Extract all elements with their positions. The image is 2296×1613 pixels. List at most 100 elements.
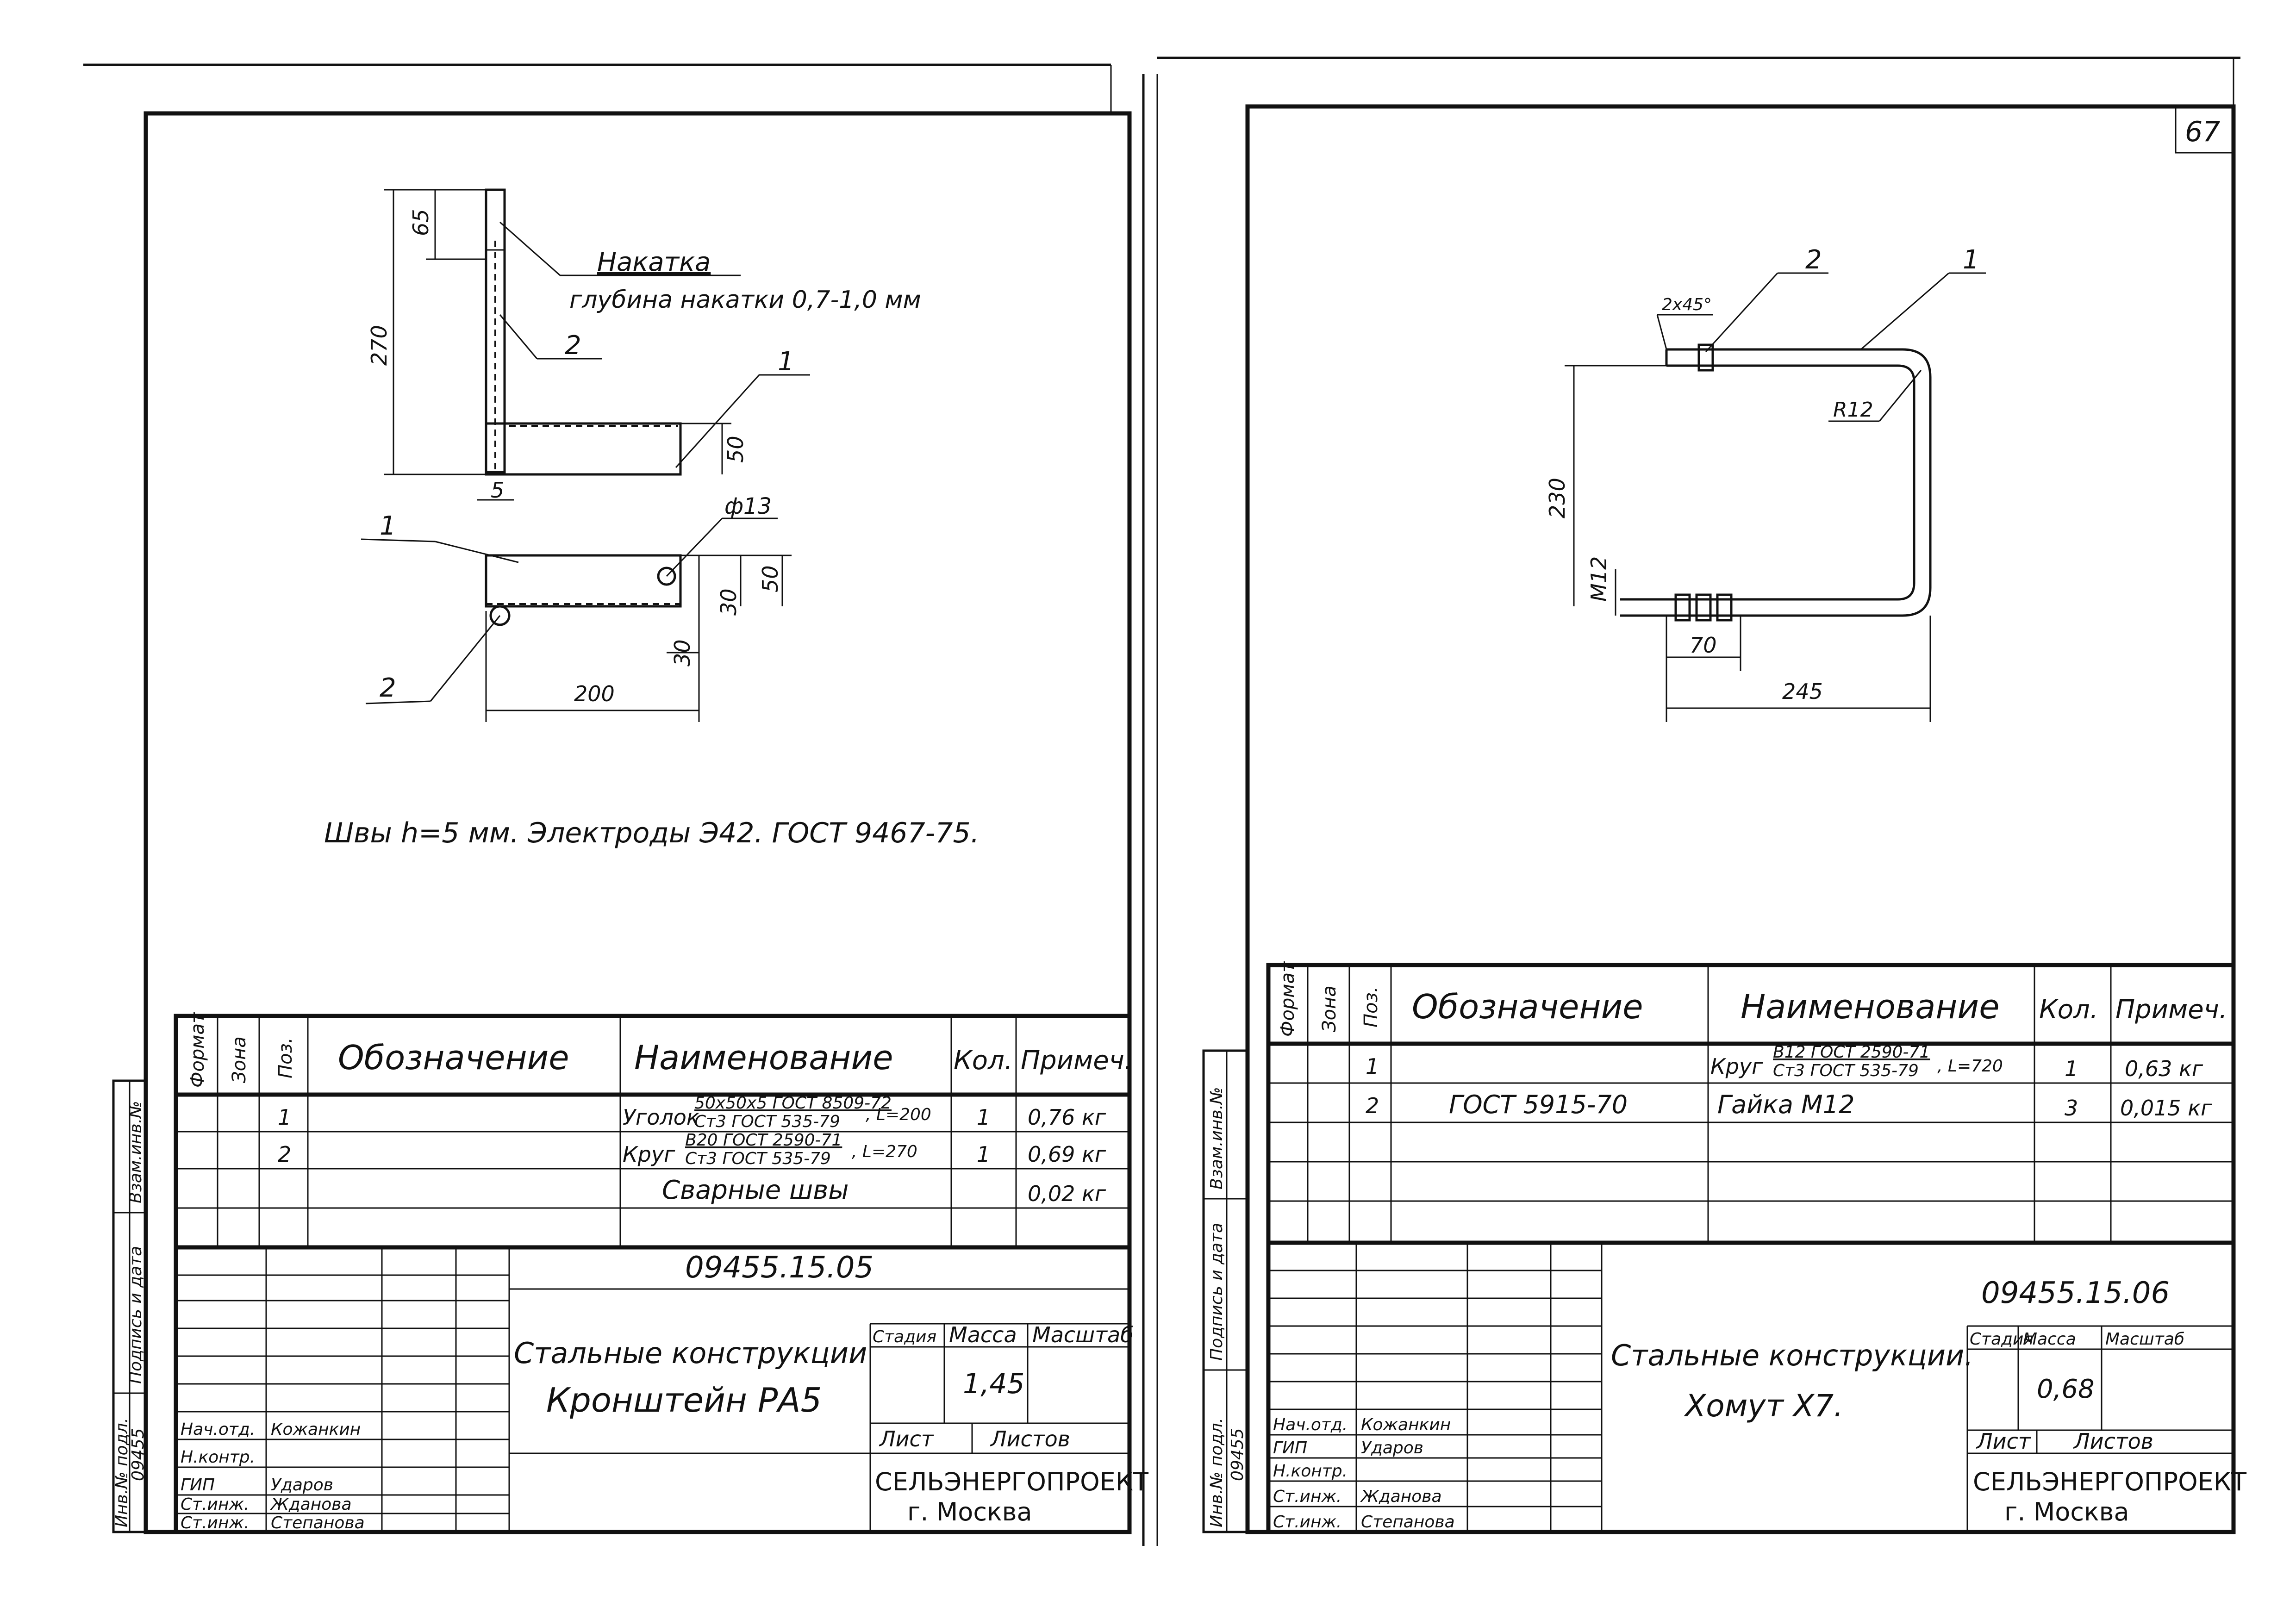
row1-name-suffix: , L=200: [866, 1105, 931, 1124]
r-row2-pos: 2: [1366, 1093, 1379, 1118]
right-side-label-1: Взам.инв.№: [1207, 1087, 1226, 1190]
ubolt-inner: [1620, 364, 1915, 601]
right-name-2: Ударов: [1361, 1439, 1423, 1457]
row3-note: 0,02 кг: [1028, 1181, 1106, 1206]
row2-name-top: В20 ГОСТ 2590-71: [685, 1131, 842, 1150]
dim-245: 245: [1782, 679, 1823, 704]
left-name-3: Ударов: [271, 1476, 333, 1495]
left-sheet-label: Лист: [879, 1426, 934, 1451]
row2-qty: 1: [977, 1142, 990, 1167]
knurling-label: Накатка: [597, 247, 711, 277]
left-name-5: Степанова: [271, 1513, 365, 1532]
row1-pos: 1: [278, 1105, 291, 1130]
ubolt-outer: [1620, 348, 1932, 617]
r-hdr-note: Примеч.: [2115, 995, 2227, 1025]
pos1b-leader: [435, 541, 519, 563]
right-sheet-frame: [1245, 104, 2236, 1534]
left-title-block: 09455.15.05 Стальные конструкции Кронште…: [174, 1245, 1149, 1534]
r-row1-name-top: В12 ГОСТ 2590-71: [1773, 1043, 1930, 1062]
r-row2-note: 0,015 кг: [2120, 1096, 2212, 1121]
right-org-line2: г. Москва: [2004, 1497, 2129, 1526]
left-mass-label: Масса: [949, 1322, 1017, 1347]
page-number: 67: [2185, 116, 2220, 148]
pos1-label: 1: [778, 347, 794, 377]
left-role-4: Ст.инж.: [181, 1495, 249, 1514]
pos1b-label: 1: [380, 511, 396, 541]
row2-pos: 2: [278, 1142, 291, 1167]
left-org-line1: СЕЛЬЭНЕРГОПРОЕКТ: [875, 1467, 1149, 1496]
r-row1-pos: 1: [1366, 1054, 1379, 1079]
dim-200: 200: [574, 681, 615, 706]
right-part-drawing: 230 М12 70 245 2 1 2х45° R12: [1545, 245, 1986, 722]
knurling-depth-label: глубина накатки 0,7-1,0 мм: [569, 286, 921, 314]
left-side-strip: Взам.инв.№ Подпись и дата Инв.№ подл. 09…: [112, 1079, 148, 1533]
right-name-4: Жданова: [1360, 1487, 1442, 1506]
hdr-pos: Поз.: [275, 1037, 296, 1078]
left-sheets-label: Листов: [990, 1426, 1070, 1451]
right-role-2: ГИП: [1273, 1439, 1307, 1457]
hdr-format: Формат: [187, 1012, 208, 1088]
nut-bottom-1: [1674, 593, 1691, 622]
dim-30b: 30: [670, 639, 695, 666]
row1-name-top: 50х50х5 ГОСТ 8509-72: [694, 1094, 892, 1113]
pos1-leader: [675, 374, 760, 468]
dia13-label: ф13: [724, 493, 772, 519]
row2-name-prefix: Круг: [623, 1142, 675, 1167]
dim-230: 230: [1545, 478, 1570, 518]
hdr-designation: Обозначение: [338, 1038, 569, 1077]
r-row1-name-prefix: Круг: [1710, 1054, 1763, 1079]
pos2-leader: [499, 314, 538, 359]
nut-bottom-2: [1695, 593, 1712, 622]
left-scale-label: Масштаб: [1032, 1322, 1134, 1347]
left-doc-code: 09455.15.05: [685, 1251, 873, 1285]
hole-13: [657, 567, 676, 586]
right-role-4: Ст.инж.: [1273, 1487, 1341, 1506]
hdr-name: Наименование: [634, 1038, 893, 1077]
left-side-label-4: 09455: [129, 1428, 148, 1481]
r-hdr-name: Наименование: [1741, 987, 2000, 1026]
radius-label: R12: [1833, 398, 1873, 422]
right-side-label-2: Подпись и дата: [1207, 1223, 1226, 1361]
row1-name-bottom: Ст3 ГОСТ 535-79: [694, 1112, 840, 1131]
r-row1-name-bottom: Ст3 ГОСТ 535-79: [1773, 1061, 1919, 1080]
r-hdr-zone: Зона: [1319, 985, 1340, 1032]
knurl-zone: [485, 189, 505, 251]
right-mass-label: Масса: [2023, 1330, 2076, 1349]
left-role-1: Нач.отд.: [181, 1420, 255, 1439]
r-row2-designation: ГОСТ 5915-70: [1449, 1090, 1628, 1119]
hdr-note: Примеч.: [1021, 1046, 1133, 1076]
left-role-2: Н.контр.: [181, 1448, 255, 1467]
row1-qty: 1: [977, 1105, 990, 1130]
knurl-leader: [499, 221, 561, 276]
left-spec-table: Формат Зона Поз. Обозначение Наименовани…: [174, 1012, 1133, 1250]
dim-70: 70: [1690, 633, 1717, 658]
right-name-5: Степанова: [1361, 1513, 1455, 1532]
left-title-line1: Стальные конструкции: [514, 1336, 867, 1370]
dim-50a: 50: [723, 436, 748, 463]
row3-name: Сварные швы: [662, 1175, 849, 1205]
weld-note: Швы h=5 мм. Электроды Э42. ГОСТ 9467-75.: [324, 817, 980, 849]
right-org-line1: СЕЛЬЭНЕРГОПРОЕКТ: [1973, 1467, 2247, 1496]
dim-30a: 30: [716, 588, 741, 616]
right-sheets-label: Листов: [2073, 1429, 2153, 1454]
left-org-line2: г. Москва: [907, 1497, 1032, 1526]
nut-top: [1697, 343, 1714, 372]
left-title-line2: Кронштейн РА5: [546, 1381, 822, 1420]
dim-65: 65: [408, 209, 433, 236]
right-sheet-label: Лист: [1976, 1429, 2031, 1454]
hdr-qty: Кол.: [954, 1046, 1013, 1076]
r-row1-name-suffix: , L=720: [1937, 1057, 2003, 1076]
left-side-label-1: Взам.инв.№: [126, 1101, 145, 1203]
left-side-label-2: Подпись и дата: [126, 1246, 145, 1384]
left-role-3: ГИП: [181, 1476, 215, 1495]
row1-note: 0,76 кг: [1028, 1105, 1106, 1130]
row1-name-prefix: Уголок: [623, 1105, 699, 1130]
r-row2-qty: 3: [2065, 1096, 2078, 1121]
left-side-label-3: Инв.№ подл.: [112, 1418, 131, 1527]
right-role-3: Н.контр.: [1273, 1462, 1348, 1481]
right-side-label-4: 09455: [1228, 1428, 1247, 1481]
right-stage-label: Стадия: [1970, 1330, 2034, 1349]
angle-elevation: [485, 422, 682, 476]
rod-section: [489, 605, 511, 626]
